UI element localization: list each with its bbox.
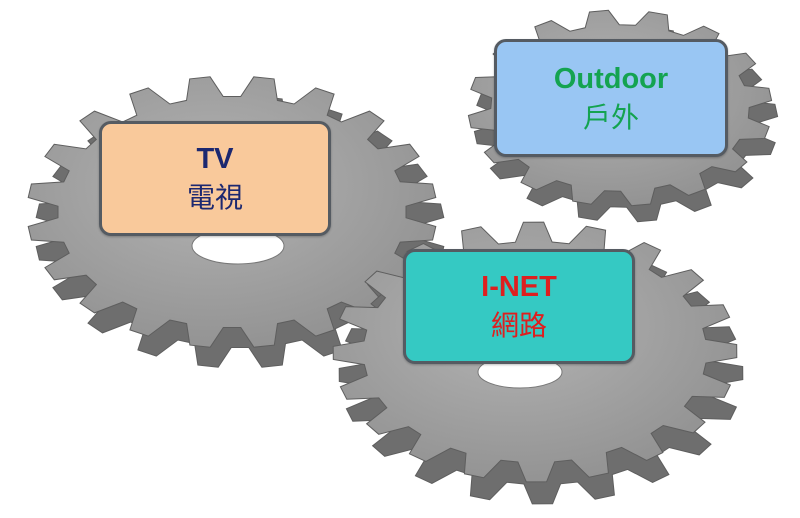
tv-label-box: TV 電視 (99, 121, 331, 236)
tv-label-zh: 電視 (186, 181, 243, 215)
inet-label-en: I-NET (481, 271, 557, 304)
inet-label-zh: 網路 (490, 309, 547, 343)
outdoor-label-box: Outdoor 戶外 (494, 39, 728, 157)
inet-label-box: I-NET 網路 (403, 249, 635, 364)
tv-label-en: TV (196, 143, 234, 176)
outdoor-label-zh: 戶外 (582, 100, 639, 134)
outdoor-label-en: Outdoor (553, 62, 669, 95)
